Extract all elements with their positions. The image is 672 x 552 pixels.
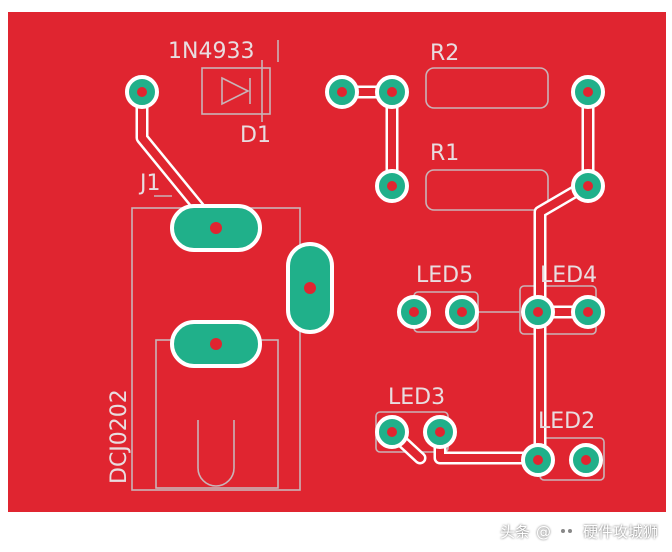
watermark-at: @	[535, 522, 551, 541]
label-led4-ref: LED4	[540, 263, 597, 288]
label-r2-ref: R2	[430, 41, 459, 66]
wechat-icon	[556, 523, 577, 540]
label-r1-ref: R1	[430, 141, 459, 166]
r1-outline	[425, 169, 549, 211]
label-j1-ref: J1	[138, 171, 161, 196]
label-led2-ref: LED2	[538, 409, 595, 434]
watermark-name: 硬件攻城狮	[582, 523, 658, 541]
pads	[125, 75, 605, 477]
watermark: 头条 @ 硬件攻城狮	[500, 521, 658, 542]
label-j1-value: DCJ0202	[107, 389, 132, 484]
label-d1-ref: D1	[240, 123, 271, 148]
label-led5-ref: LED5	[416, 263, 473, 288]
watermark-prefix: 头条	[499, 523, 530, 541]
label-d1-value: 1N4933	[168, 39, 254, 64]
label-led3-ref: LED3	[388, 385, 445, 410]
d1-symbol	[221, 76, 250, 106]
d1-outline	[201, 67, 271, 115]
silkscreen-labels: 1N4933 D1 R2 R1 J1 DCJ0202 LED5 LED4 LED…	[107, 39, 597, 484]
r2-outline	[425, 67, 549, 109]
